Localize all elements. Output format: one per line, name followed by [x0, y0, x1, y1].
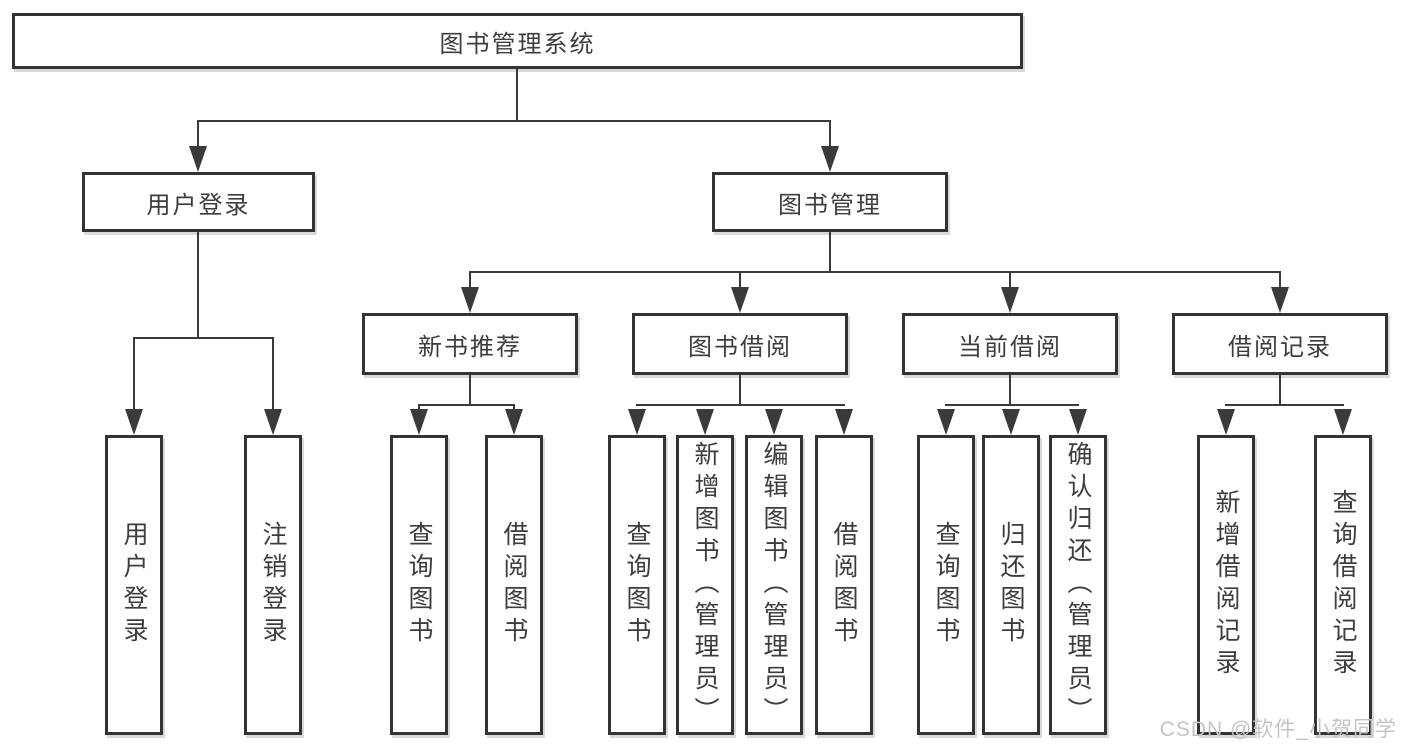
leaf-return-books: 归还图书 — [982, 435, 1040, 735]
arrow-down-icon — [1069, 409, 1087, 435]
arrow-down-icon — [410, 409, 428, 435]
leaf-borrow-books-recommend: 借阅图书 — [485, 435, 543, 735]
connector-group-stem — [739, 375, 741, 405]
leaf-label: 查询图书 — [623, 521, 651, 649]
leaf-query-books: 查询图书 — [608, 435, 666, 735]
leaf-query-books-recommend: 查询图书 — [390, 435, 448, 735]
leaf-label: 新增图书（管理员） — [691, 441, 719, 729]
connector-level3-rail — [469, 271, 1281, 273]
connector-group-rail — [945, 404, 1079, 406]
arrow-down-icon — [696, 409, 714, 435]
node-book-management: 图书管理 — [712, 172, 948, 232]
leaf-label: 借阅图书 — [500, 521, 528, 649]
connector-leaf-stem — [418, 404, 420, 412]
leaf-logout: 注销登录 — [244, 435, 302, 735]
connector-level3-stem — [469, 271, 471, 289]
connector-leaf-stem — [513, 404, 515, 412]
leaf-label: 注销登录 — [259, 521, 287, 649]
connector-level3-stem — [1009, 271, 1011, 289]
node-user-login: 用户登录 — [82, 172, 315, 232]
connector-level3-stem — [1279, 271, 1281, 289]
leaf-label: 查询图书 — [932, 521, 960, 649]
connector-user-login-stem — [197, 120, 199, 148]
connector-book-mgmt-down — [829, 232, 831, 272]
leaf-query-borrow-record: 查询借阅记录 — [1314, 435, 1372, 735]
arrow-down-icon — [505, 409, 523, 435]
connector-user-login-rail — [133, 337, 274, 339]
arrow-down-icon — [264, 409, 282, 435]
connector-root-stem — [516, 69, 518, 120]
arrow-down-icon — [461, 287, 479, 313]
leaf-label: 归还图书 — [997, 521, 1025, 649]
leaf-edit-books-admin: 编辑图书（管理员） — [745, 435, 803, 735]
arrow-down-icon — [1002, 409, 1020, 435]
connector-level2-rail — [197, 120, 831, 122]
arrow-down-icon — [1271, 287, 1289, 313]
node-book-borrow: 图书借阅 — [632, 313, 848, 375]
arrow-down-icon — [1334, 409, 1352, 435]
arrow-down-icon — [628, 409, 646, 435]
leaf-query-books-current: 查询图书 — [917, 435, 975, 735]
connector-group-stem — [1279, 375, 1281, 405]
arrow-down-icon — [125, 409, 143, 435]
node-borrow-records: 借阅记录 — [1172, 313, 1388, 375]
leaf-label: 编辑图书（管理员） — [760, 441, 788, 729]
leaf-borrow-books: 借阅图书 — [815, 435, 873, 735]
connector-group-stem — [469, 375, 471, 405]
arrow-down-icon — [731, 287, 749, 313]
connector-group-rail — [636, 404, 845, 406]
leaf-confirm-return-admin: 确认归还（管理员） — [1049, 435, 1107, 735]
leaf-label: 查询借阅记录 — [1329, 489, 1357, 681]
node-current-borrow: 当前借阅 — [902, 313, 1118, 375]
arrow-down-icon — [765, 409, 783, 435]
leaf-label: 新增借阅记录 — [1212, 489, 1240, 681]
leaf-label: 确认归还（管理员） — [1064, 441, 1092, 729]
connector-book-mgmt-stem — [829, 120, 831, 148]
leaf-label: 查询图书 — [405, 521, 433, 649]
connector-group-rail — [418, 404, 515, 406]
connector-group-stem — [1009, 375, 1011, 405]
arrow-down-icon — [835, 409, 853, 435]
arrow-down-icon — [1217, 409, 1235, 435]
connector-user-login-down — [197, 232, 199, 338]
leaf-add-borrow-record: 新增借阅记录 — [1197, 435, 1255, 735]
arrow-down-icon — [189, 146, 207, 172]
connector-leaf-stem — [133, 337, 135, 411]
connector-group-rail — [1225, 404, 1344, 406]
leaf-add-books-admin: 新增图书（管理员） — [676, 435, 734, 735]
leaf-label: 借阅图书 — [830, 521, 858, 649]
leaf-label: 用户登录 — [120, 521, 148, 649]
arrow-down-icon — [1001, 287, 1019, 313]
connector-level3-stem — [739, 271, 741, 289]
node-new-book-recommend: 新书推荐 — [362, 313, 578, 375]
node-root: 图书管理系统 — [12, 13, 1023, 69]
arrow-down-icon — [937, 409, 955, 435]
connector-leaf-stem — [272, 337, 274, 411]
leaf-user-login: 用户登录 — [105, 435, 163, 735]
arrow-down-icon — [821, 146, 839, 172]
